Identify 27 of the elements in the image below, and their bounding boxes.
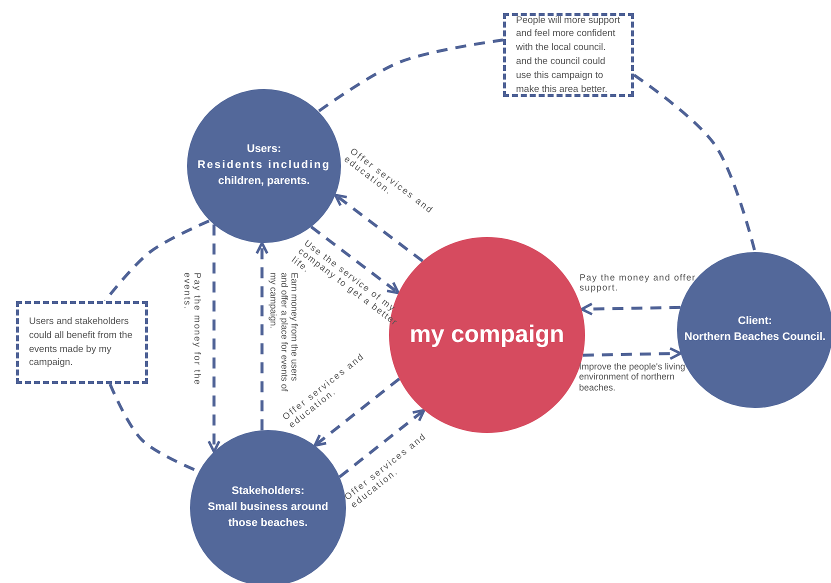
arrow [582, 347, 682, 360]
edge-label: Earn money from the users and offer a place for events of my campaign. [268, 272, 300, 393]
note-text: Users and stakeholders could all benefit from the events made by my campaign. [29, 314, 134, 370]
note-box [16, 301, 148, 384]
node-title: Users: [246, 142, 282, 158]
edge-label: Improve the people's living environment of northern beaches. [579, 361, 686, 393]
arrow [310, 226, 400, 294]
node-text: children, parents. [218, 174, 310, 189]
arrow [208, 224, 220, 454]
arrow [580, 302, 680, 316]
node-title: Client: [738, 314, 772, 330]
edge-label: Pay the money for the events. [182, 272, 202, 388]
connector-line [318, 38, 504, 112]
node-text: my compaign [410, 320, 564, 350]
connector-line [633, 74, 756, 252]
node-title: Stakeholders: [232, 484, 304, 500]
connector-line [104, 220, 210, 302]
note-box [503, 13, 634, 97]
arrow [313, 378, 400, 447]
node-text: Residents including [197, 158, 330, 174]
arrow [334, 194, 424, 262]
note-text: People will more support and feel more confident with the local council. and the council could use this campaign to make this area better. [516, 14, 621, 96]
arrow [338, 408, 426, 478]
node-text: Small business around those beaches. [206, 500, 330, 531]
edge-label: Pay the money and offer support. [580, 272, 697, 294]
node-text: Northern Beaches Council. [684, 330, 826, 345]
arrow [256, 242, 268, 430]
